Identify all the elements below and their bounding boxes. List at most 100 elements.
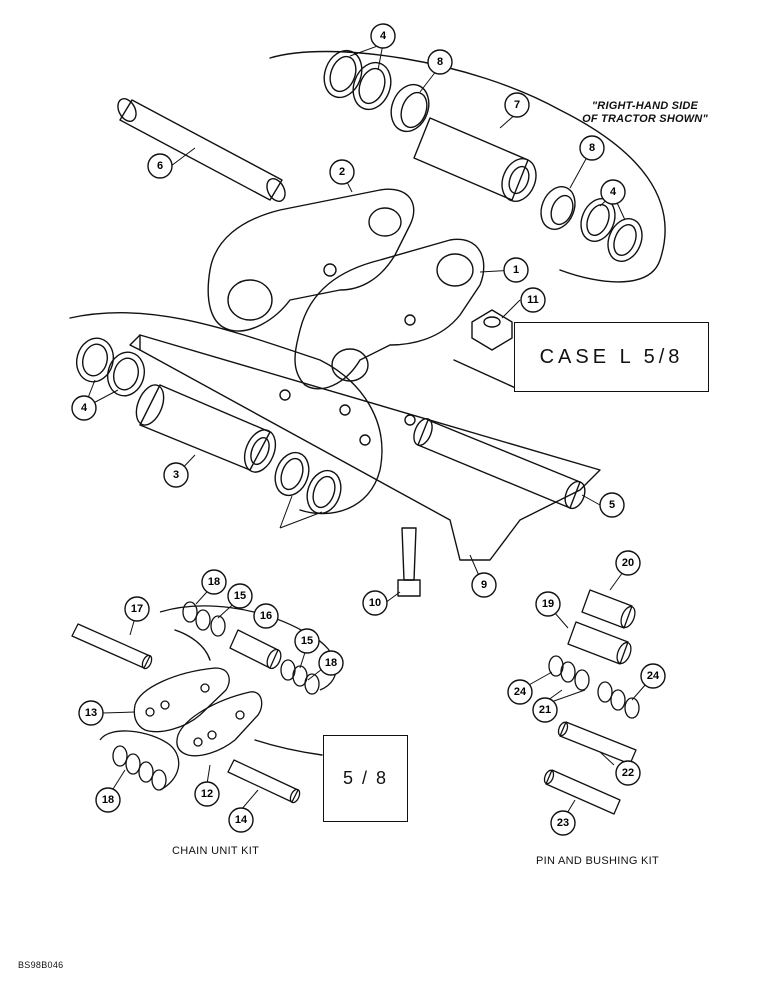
callout-16: 16: [260, 610, 272, 622]
part-19-bushing: [567, 621, 632, 665]
callout-circle: [599, 492, 625, 518]
callout-circle: [124, 596, 150, 622]
part-15-18-rings-right: [280, 659, 320, 695]
figure-code: BS98B046: [18, 960, 64, 970]
chain-unit-kit-caption: CHAIN UNIT KIT: [172, 845, 260, 857]
callout-24: 24: [514, 686, 527, 698]
callout-1: 1: [513, 264, 519, 276]
part-11-nut: [471, 309, 513, 351]
callout-17: 17: [131, 603, 143, 615]
callout-circle: [507, 679, 533, 705]
part-4-seals-left: [76, 337, 145, 397]
callout-circle: [194, 781, 220, 807]
callout-10: 10: [369, 597, 381, 609]
part-8-spacer-right: [540, 186, 576, 230]
callout-circle: [640, 663, 666, 689]
callout-6: 6: [157, 160, 163, 172]
callout-circle: [471, 572, 497, 598]
callout-labels: 1 2 3 4 4 4 5 6 7 8 8 9 10 11 12 13 14 1…: [81, 30, 660, 829]
callout-circle: [503, 257, 529, 283]
part-4-seals-top: [323, 49, 392, 111]
part-18-rings-bottom: [112, 745, 167, 791]
pin-bushing-kit-caption: PIN AND BUSHING KIT: [536, 855, 660, 867]
callout-18: 18: [102, 794, 114, 806]
callout-4: 4: [610, 186, 617, 198]
callout-circle: [329, 159, 355, 185]
callout-circle: [615, 760, 641, 786]
callout-circle: [294, 628, 320, 654]
small-pitch-box: 5 / 8: [323, 735, 408, 822]
part-2-link: [207, 188, 415, 332]
callout-23: 23: [557, 817, 569, 829]
part-23-pin: [543, 769, 621, 815]
callout-circle: [579, 135, 605, 161]
callout-20: 20: [622, 557, 634, 569]
part-10-bolt: [397, 527, 421, 597]
callout-circle: [427, 49, 453, 75]
callout-circle: [78, 700, 104, 726]
callout-circle: [600, 179, 626, 205]
callout-circle: [532, 697, 558, 723]
callout-8: 8: [589, 142, 595, 154]
callout-15: 15: [301, 635, 313, 647]
callout-22: 22: [622, 767, 634, 779]
case-l-box: CASE L 5/8: [514, 322, 709, 392]
callout-circle: [504, 92, 530, 118]
callout-3: 3: [173, 469, 179, 481]
part-24-21-rings: [548, 655, 640, 719]
callout-circle: [615, 550, 641, 576]
callout-circle: [201, 569, 227, 595]
callout-circle: [550, 810, 576, 836]
case-l-label: CASE L 5/8: [539, 345, 684, 368]
orientation-note-line1: "RIGHT-HAND SIDE: [591, 100, 699, 112]
callout-circle: [535, 591, 561, 617]
callout-18: 18: [208, 576, 220, 588]
part-7-bushing: [413, 117, 537, 202]
callouts: [71, 23, 666, 836]
assembly-outline: [269, 50, 666, 283]
callout-11: 11: [527, 294, 539, 306]
part-22-pin: [557, 721, 637, 765]
small-pitch-label: 5 / 8: [342, 768, 389, 788]
part-9-track-shoe: [129, 334, 601, 561]
callout-15: 15: [234, 590, 246, 602]
callout-24: 24: [647, 670, 660, 682]
callout-circle: [147, 153, 173, 179]
callout-19: 19: [542, 598, 554, 610]
callout-circle: [362, 590, 388, 616]
part-15-ring-top: [210, 615, 226, 637]
part-5-pin: [413, 417, 586, 510]
part-20-bushing: [581, 589, 636, 629]
callout-4: 4: [81, 402, 88, 414]
callout-7: 7: [514, 99, 520, 111]
callout-circle: [520, 287, 546, 313]
callout-circle: [227, 583, 253, 609]
callout-21: 21: [539, 704, 551, 716]
part-1-link: [294, 238, 485, 390]
part-16-bushing: [229, 629, 282, 670]
pointer-line: [174, 629, 211, 661]
part-13-link: [133, 667, 230, 733]
callout-circle: [318, 650, 344, 676]
callout-9: 9: [481, 579, 487, 591]
callout-5: 5: [609, 499, 615, 511]
callout-circle: [253, 603, 279, 629]
part-6-pin: [117, 98, 286, 202]
pointer-line: [254, 739, 323, 756]
part-17-pin: [71, 623, 153, 670]
chain-outline-2: [99, 730, 180, 791]
callout-circle: [163, 462, 189, 488]
callout-14: 14: [235, 814, 248, 826]
callout-circle: [71, 395, 97, 421]
callout-circle: [95, 787, 121, 813]
pointer-line: [453, 359, 521, 391]
callout-4: 4: [380, 30, 387, 42]
callout-18: 18: [325, 657, 337, 669]
orientation-note: "RIGHT-HAND SIDE OF TRACTOR SHOWN": [560, 100, 730, 126]
callout-12: 12: [201, 788, 213, 800]
part-18-rings-top: [182, 601, 211, 631]
callout-13: 13: [85, 707, 97, 719]
part-4-seals-bottom: [274, 451, 342, 515]
callout-2: 2: [339, 166, 345, 178]
